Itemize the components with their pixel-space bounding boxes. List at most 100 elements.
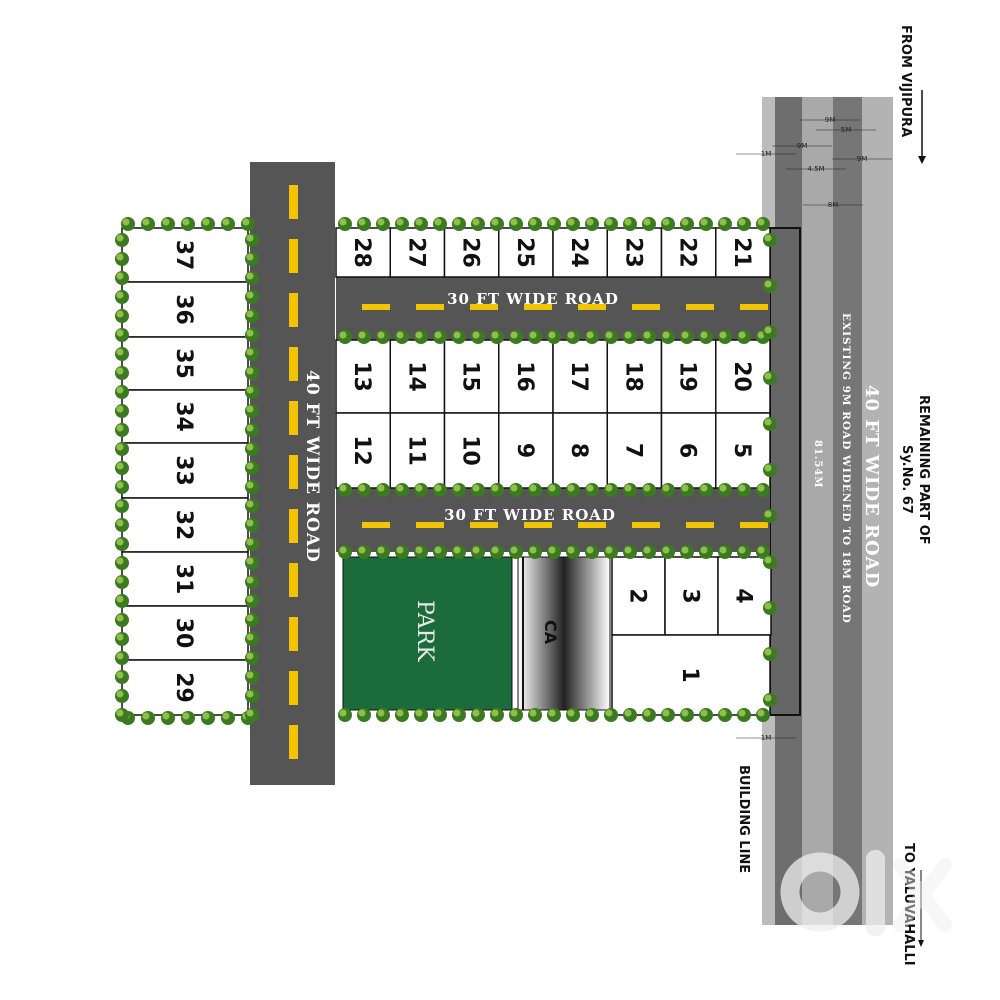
tree-icon xyxy=(161,217,175,231)
tree-icon xyxy=(245,404,259,418)
plot-number: 23 xyxy=(620,237,645,268)
tree-icon xyxy=(642,217,656,231)
tree-icon xyxy=(245,423,259,437)
plot-16[interactable]: 16 xyxy=(498,339,554,414)
tree-icon xyxy=(699,545,713,559)
plot-31[interactable]: 31 xyxy=(121,551,249,607)
tree-icon xyxy=(680,708,694,722)
tree-icon xyxy=(585,330,599,344)
tree-icon xyxy=(115,423,129,437)
tree-icon xyxy=(115,708,129,722)
dimension-label: 9M xyxy=(797,142,808,150)
tree-icon xyxy=(623,217,637,231)
tree-icon xyxy=(528,483,542,497)
plot-36[interactable]: 36 xyxy=(121,281,249,338)
tree-icon xyxy=(509,545,523,559)
road-dash xyxy=(686,304,714,310)
tree-icon xyxy=(414,330,428,344)
tree-icon xyxy=(245,613,259,627)
plot-15[interactable]: 15 xyxy=(443,339,500,414)
plot-7[interactable]: 7 xyxy=(606,412,663,489)
road-dash xyxy=(470,522,498,528)
tree-icon xyxy=(661,330,675,344)
plot-25[interactable]: 25 xyxy=(498,227,554,278)
road-dash xyxy=(470,304,498,310)
tree-icon xyxy=(509,217,523,231)
plot-number: 1 xyxy=(677,667,702,682)
tree-icon xyxy=(680,483,694,497)
plot-21[interactable]: 21 xyxy=(715,227,771,278)
tree-icon xyxy=(509,483,523,497)
plot-3[interactable]: 3 xyxy=(664,556,719,636)
plot-24[interactable]: 24 xyxy=(552,227,608,278)
tree-icon xyxy=(756,483,770,497)
road-dash xyxy=(686,522,714,528)
tree-icon xyxy=(115,385,129,399)
tree-icon xyxy=(566,330,580,344)
plot-number: 6 xyxy=(675,443,700,458)
tree-icon xyxy=(471,708,485,722)
tree-icon xyxy=(115,575,129,589)
plot-number: 32 xyxy=(171,510,196,541)
plot-number: 28 xyxy=(349,237,374,268)
plot-12[interactable]: 12 xyxy=(335,412,391,489)
plot-18[interactable]: 18 xyxy=(606,339,663,414)
road-2 xyxy=(336,488,770,552)
plot-14[interactable]: 14 xyxy=(389,339,446,414)
plot-13[interactable]: 13 xyxy=(335,339,391,414)
plot-23[interactable]: 23 xyxy=(606,227,663,278)
plot-35[interactable]: 35 xyxy=(121,336,249,391)
plot-20[interactable]: 20 xyxy=(715,339,771,414)
plot-17[interactable]: 17 xyxy=(552,339,608,414)
plot-1[interactable]: 1 xyxy=(611,634,771,716)
remaining-label: REMAINING PART OF xyxy=(916,395,931,545)
plot-number: 8 xyxy=(566,443,591,458)
plot-29[interactable]: 29 xyxy=(121,659,249,716)
tree-icon xyxy=(376,545,390,559)
plot-number: 37 xyxy=(171,240,196,271)
plot-10[interactable]: 10 xyxy=(443,412,500,489)
tree-icon xyxy=(642,545,656,559)
tree-icon xyxy=(718,330,732,344)
plot-22[interactable]: 22 xyxy=(660,227,717,278)
plot-33[interactable]: 33 xyxy=(121,442,249,499)
arrow-down-icon xyxy=(918,156,926,164)
plot-8[interactable]: 8 xyxy=(552,412,608,489)
tree-icon xyxy=(245,518,259,532)
plot-number: 31 xyxy=(171,564,196,595)
plot-9[interactable]: 9 xyxy=(498,412,554,489)
plot-number: 30 xyxy=(171,618,196,649)
tree-icon xyxy=(566,217,580,231)
left-road-dashes xyxy=(289,185,298,759)
tree-icon xyxy=(245,537,259,551)
plot-5[interactable]: 5 xyxy=(715,412,771,489)
tree-icon xyxy=(221,217,235,231)
tree-icon xyxy=(245,309,259,323)
plot-34[interactable]: 34 xyxy=(121,389,249,444)
plot-2[interactable]: 2 xyxy=(611,556,666,636)
plot-32[interactable]: 32 xyxy=(121,497,249,553)
tree-icon xyxy=(699,330,713,344)
tree-icon xyxy=(376,217,390,231)
dimension-label: 8M xyxy=(828,201,839,209)
tree-icon xyxy=(338,330,352,344)
plot-26[interactable]: 26 xyxy=(443,227,500,278)
tree-icon xyxy=(115,556,129,570)
plot-19[interactable]: 19 xyxy=(660,339,717,414)
plot-6[interactable]: 6 xyxy=(660,412,717,489)
tree-icon xyxy=(528,330,542,344)
tree-icon xyxy=(115,594,129,608)
plot-30[interactable]: 30 xyxy=(121,605,249,661)
plot-27[interactable]: 27 xyxy=(389,227,446,278)
tree-icon xyxy=(433,330,447,344)
tree-icon xyxy=(756,545,770,559)
plot-4[interactable]: 4 xyxy=(717,556,772,636)
plot-37[interactable]: 37 xyxy=(121,227,249,283)
plot-11[interactable]: 11 xyxy=(389,412,446,489)
tree-icon xyxy=(737,483,751,497)
tree-icon xyxy=(661,217,675,231)
plot-28[interactable]: 28 xyxy=(335,227,391,278)
plot-number: 35 xyxy=(171,348,196,379)
